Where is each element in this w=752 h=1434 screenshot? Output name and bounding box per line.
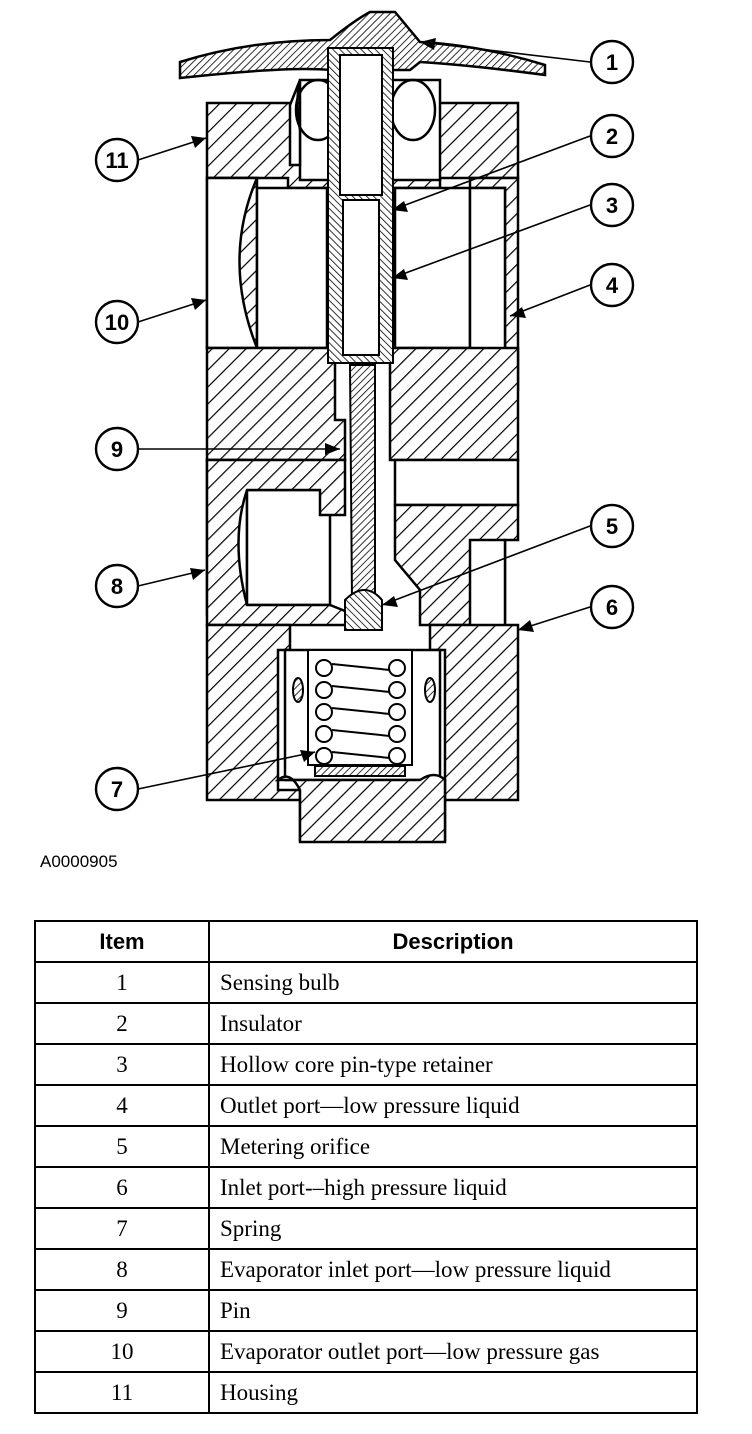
callout-7: 7 [94,766,140,812]
description-cell: Evaporator outlet port—low pressure gas [208,1330,698,1373]
description-cell: Spring [208,1207,698,1250]
table-header-row: Item Description [34,920,698,963]
item-cell: 11 [34,1371,210,1414]
description-cell: Outlet port—low pressure liquid [208,1084,698,1127]
spring [292,649,436,777]
table-row: 4 Outlet port—low pressure liquid [34,1084,698,1127]
description-cell: Pin [208,1289,698,1332]
callout-5: 5 [589,503,635,549]
description-cell: Hollow core pin-type retainer [208,1043,698,1086]
callout-10: 10 [94,299,140,345]
item-cell: 4 [34,1084,210,1127]
pin-and-retainer [327,47,394,631]
callout-1: 1 [589,39,635,85]
svg-text:4: 4 [606,273,619,298]
table-row: 6 Inlet port-–high pressure liquid [34,1166,698,1209]
svg-text:10: 10 [105,310,129,335]
leader-arrowheads [190,38,534,762]
description-cell: Insulator [208,1002,698,1045]
table-row: 5 Metering orifice [34,1125,698,1168]
svg-text:3: 3 [606,193,618,218]
description-cell: Evaporator inlet port—low pressure liqui… [208,1248,698,1291]
column-header-item: Item [34,920,210,963]
item-cell: 1 [34,961,210,1004]
svg-text:2: 2 [606,124,618,149]
description-cell: Sensing bulb [208,961,698,1004]
callout-4: 4 [589,262,635,308]
item-cell: 6 [34,1166,210,1209]
figure-id: A0000905 [40,852,118,871]
table-row: 1 Sensing bulb [34,961,698,1004]
item-cell: 10 [34,1330,210,1373]
callout-11: 11 [94,137,140,183]
svg-text:7: 7 [111,777,123,802]
description-cell: Housing [208,1371,698,1414]
svg-text:9: 9 [111,437,123,462]
table-row: 7 Spring [34,1207,698,1250]
table-row: 2 Insulator [34,1002,698,1045]
valve-body [205,101,520,844]
table-row: 10 Evaporator outlet port—low pressure g… [34,1330,698,1373]
valve-cross-section-diagram: 1 2 3 4 5 6 7 8 9 10 11 [94,10,635,844]
table-row: 3 Hollow core pin-type retainer [34,1043,698,1086]
item-cell: 3 [34,1043,210,1086]
parts-table: Item Description 1 Sensing bulb 2 Insula… [34,920,698,1414]
callout-9: 9 [94,426,140,472]
svg-text:6: 6 [606,595,618,620]
description-cell: Inlet port-–high pressure liquid [208,1166,698,1209]
table-row: 9 Pin [34,1289,698,1332]
callout-2: 2 [589,113,635,159]
description-cell: Metering orifice [208,1125,698,1168]
callout-3: 3 [589,182,635,228]
table-row: 11 Housing [34,1371,698,1414]
callout-6: 6 [589,584,635,630]
item-cell: 8 [34,1248,210,1291]
svg-text:8: 8 [111,574,123,599]
table-row: 8 Evaporator inlet port—low pressure liq… [34,1248,698,1291]
item-cell: 7 [34,1207,210,1250]
svg-text:1: 1 [606,50,618,75]
column-header-description: Description [208,920,698,963]
item-cell: 2 [34,1002,210,1045]
item-cell: 5 [34,1125,210,1168]
svg-text:5: 5 [606,514,618,539]
item-cell: 9 [34,1289,210,1332]
callout-8: 8 [94,563,140,609]
svg-text:11: 11 [105,148,128,173]
